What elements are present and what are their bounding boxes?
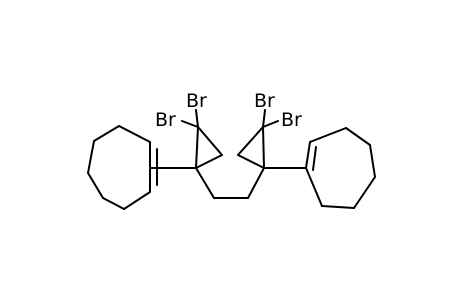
bond [93,125,120,142]
bond [262,126,265,169]
bond [87,140,95,174]
bond [181,120,199,128]
bond [247,167,265,199]
bond [369,144,376,178]
bond [237,126,264,156]
bond [195,109,199,128]
bond [197,126,223,156]
bond [87,172,104,199]
bond [309,127,347,143]
atom-label-br: Br [155,109,176,131]
bond [237,154,265,169]
bond [321,205,355,209]
left-cyclopropane [195,126,223,169]
left-cycloheptene-ring [87,125,158,210]
atom-label-br: Br [281,109,302,131]
bond [195,154,223,169]
bond [102,197,125,210]
bond [195,167,215,199]
bond [123,191,151,210]
atom-label-br: Br [186,90,207,112]
right-cyclopropane [237,126,265,169]
bond [118,125,151,143]
bond [195,126,199,169]
right-cycloheptene-ring [305,127,376,209]
bond [262,120,279,128]
bond [305,167,323,207]
bond [345,127,371,146]
double-bond-inner [312,146,317,171]
ethylene-bridge [195,167,265,199]
bond [353,176,376,209]
bond [305,141,311,169]
bond [262,109,266,128]
atom-label-br: Br [254,90,275,112]
